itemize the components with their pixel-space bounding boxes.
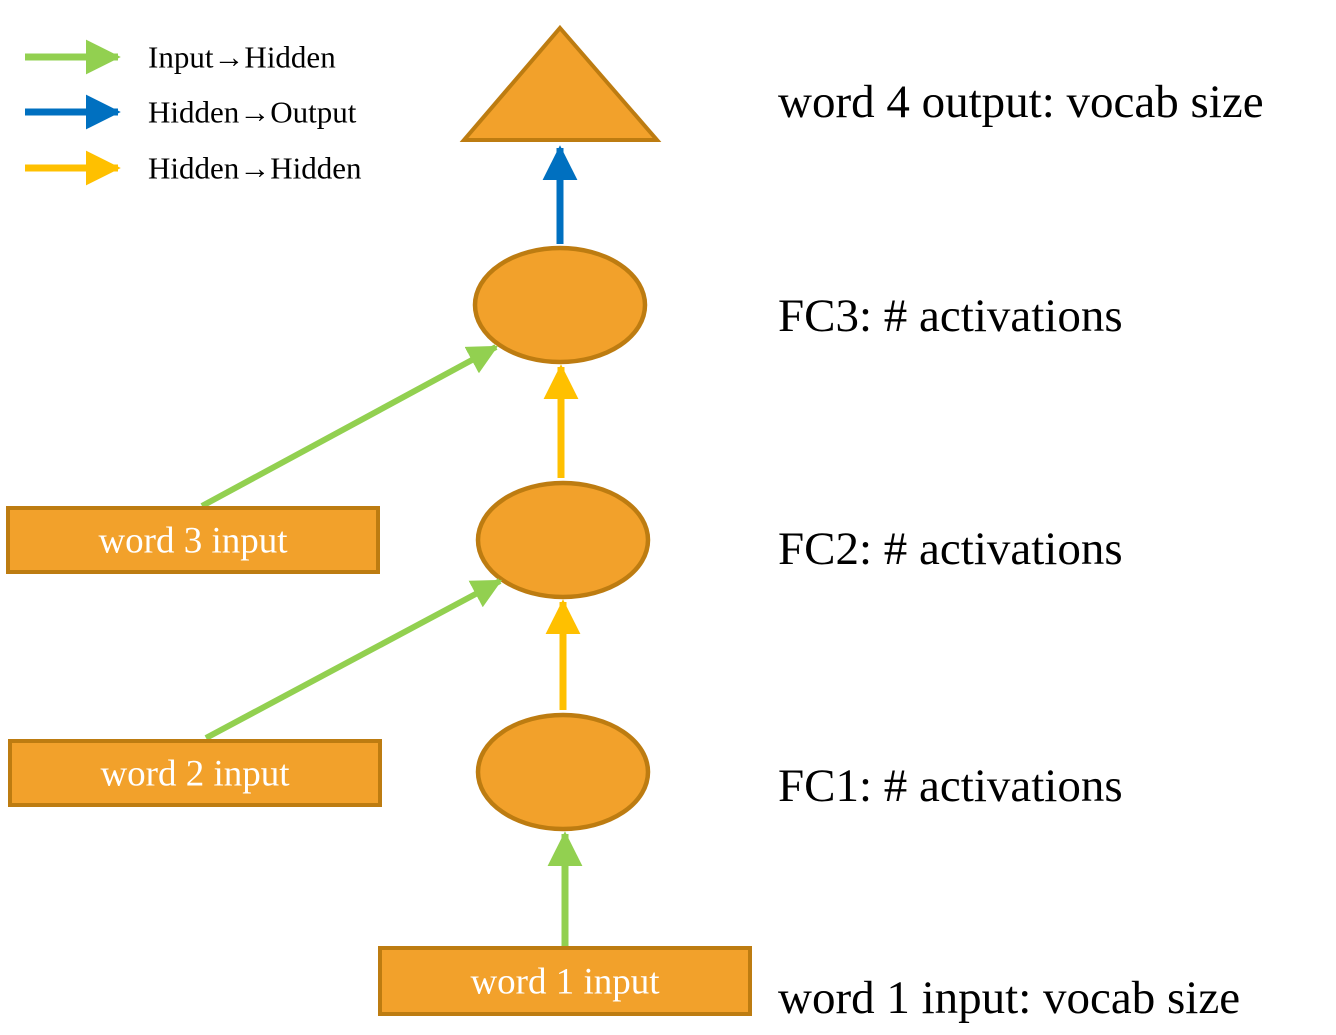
- arrow-word3-to-fc3: [200, 344, 499, 509]
- word2-input-rect: [8, 739, 382, 807]
- word3-input-box: word 3 input: [6, 506, 380, 574]
- word1-input-box: word 1 input: [378, 946, 752, 1016]
- legend-label-input-hidden: Input→Hidden: [148, 40, 336, 75]
- fc1-node: [475, 712, 651, 832]
- word3-input-label: word 3 input: [98, 521, 288, 562]
- word1-input-rect: [378, 946, 752, 1016]
- legend-label-hidden-output: Hidden→Output: [148, 95, 357, 130]
- label-fc1: FC1: # activations: [778, 760, 1123, 812]
- word2-input-label: word 2 input: [100, 754, 290, 795]
- fc3-node: [472, 245, 648, 365]
- fc2-node: [475, 480, 651, 600]
- word2-input-box: word 2 input: [8, 739, 382, 807]
- legend: Input→Hidden Hidden→Output Hidden→Hidden: [25, 39, 362, 186]
- legend-label-hidden-hidden: Hidden→Hidden: [148, 151, 362, 186]
- word3-input-rect: [6, 506, 380, 574]
- label-fc2: FC2: # activations: [778, 523, 1123, 575]
- label-fc3: FC3: # activations: [778, 290, 1123, 342]
- arrow-word2-to-fc2: [204, 578, 503, 741]
- label-word4-output: word 4 output: vocab size: [778, 76, 1264, 128]
- word1-input-label: word 1 input: [470, 962, 660, 1003]
- output-triangle-node: [459, 24, 662, 142]
- label-word1-input: word 1 input: vocab size: [778, 972, 1240, 1024]
